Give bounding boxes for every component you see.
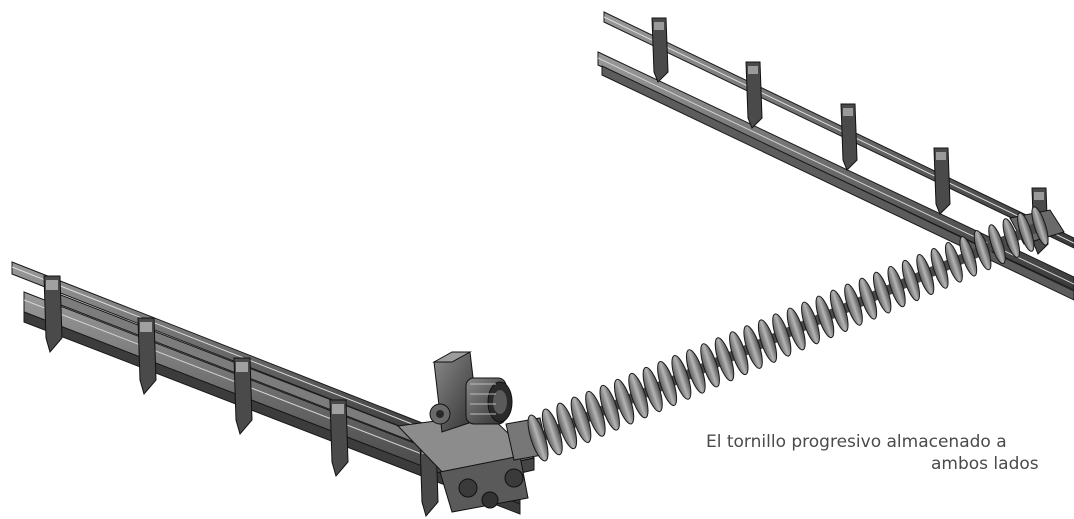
- drive-carriage: [396, 351, 549, 513]
- auger-flight: [714, 337, 735, 382]
- auger-flight: [556, 402, 578, 450]
- auger-flight: [930, 248, 949, 289]
- auger-flight: [685, 349, 706, 394]
- right-rail-post: [745, 61, 763, 129]
- left-rail-post: [137, 317, 157, 396]
- auger-flight: [916, 254, 935, 295]
- right-rail-post: [651, 17, 669, 83]
- auger-flight: [829, 289, 849, 332]
- right-rail-post: [933, 147, 951, 215]
- auger-flight: [570, 396, 592, 443]
- auger-flight: [1017, 212, 1035, 252]
- auger-flight: [815, 295, 835, 339]
- auger-flight: [801, 301, 820, 345]
- left-rail: [11, 261, 521, 518]
- auger-flight: [959, 236, 978, 277]
- auger-flight: [786, 307, 806, 351]
- left-rail-post: [233, 357, 253, 436]
- auger-flight: [887, 265, 906, 308]
- carriage-wheel: [504, 468, 524, 488]
- auger-flight: [988, 224, 1006, 265]
- left-rail-top-highlight: [11, 266, 441, 436]
- right-rail-upper-highlight: [603, 16, 1074, 244]
- auger-flight: [657, 361, 678, 406]
- auger-flight: [772, 313, 792, 357]
- left-rail-post: [43, 275, 63, 354]
- auger-flight: [599, 384, 620, 431]
- auger-flight: [642, 366, 663, 413]
- gearbox-top: [432, 351, 472, 363]
- carriage-frame: [439, 455, 529, 513]
- auger-flight: [901, 259, 920, 302]
- auger-flight: [944, 242, 963, 283]
- auger-screw: [527, 206, 1049, 462]
- auger-flight: [585, 390, 606, 437]
- right-rail: [597, 11, 1074, 301]
- auger-flight: [872, 271, 892, 314]
- auger-flight: [729, 331, 749, 376]
- carriage-wheel: [481, 491, 499, 509]
- right-rail-post: [840, 103, 858, 171]
- auger-flight: [1002, 218, 1021, 258]
- right-rail-lower-track: [601, 65, 1074, 301]
- auger-flight: [628, 372, 649, 419]
- auger-flight: [973, 230, 992, 271]
- motor-endcap-ring: [493, 390, 507, 414]
- auger-flight: [858, 277, 878, 320]
- gearbox-shaft: [436, 410, 444, 418]
- auger-flight: [527, 414, 549, 462]
- auger-flight: [671, 355, 692, 400]
- carriage-wheel: [458, 478, 478, 498]
- left-rail-top-beam: [11, 261, 441, 443]
- auger-flight: [844, 283, 863, 326]
- auger-flight: [757, 319, 778, 363]
- left-rail-post: [329, 399, 349, 478]
- auger-flight: [541, 408, 563, 456]
- auger-flight: [613, 378, 635, 425]
- auger-flight: [700, 343, 720, 388]
- auger-flight: [1031, 206, 1049, 246]
- auger-flight: [743, 325, 763, 369]
